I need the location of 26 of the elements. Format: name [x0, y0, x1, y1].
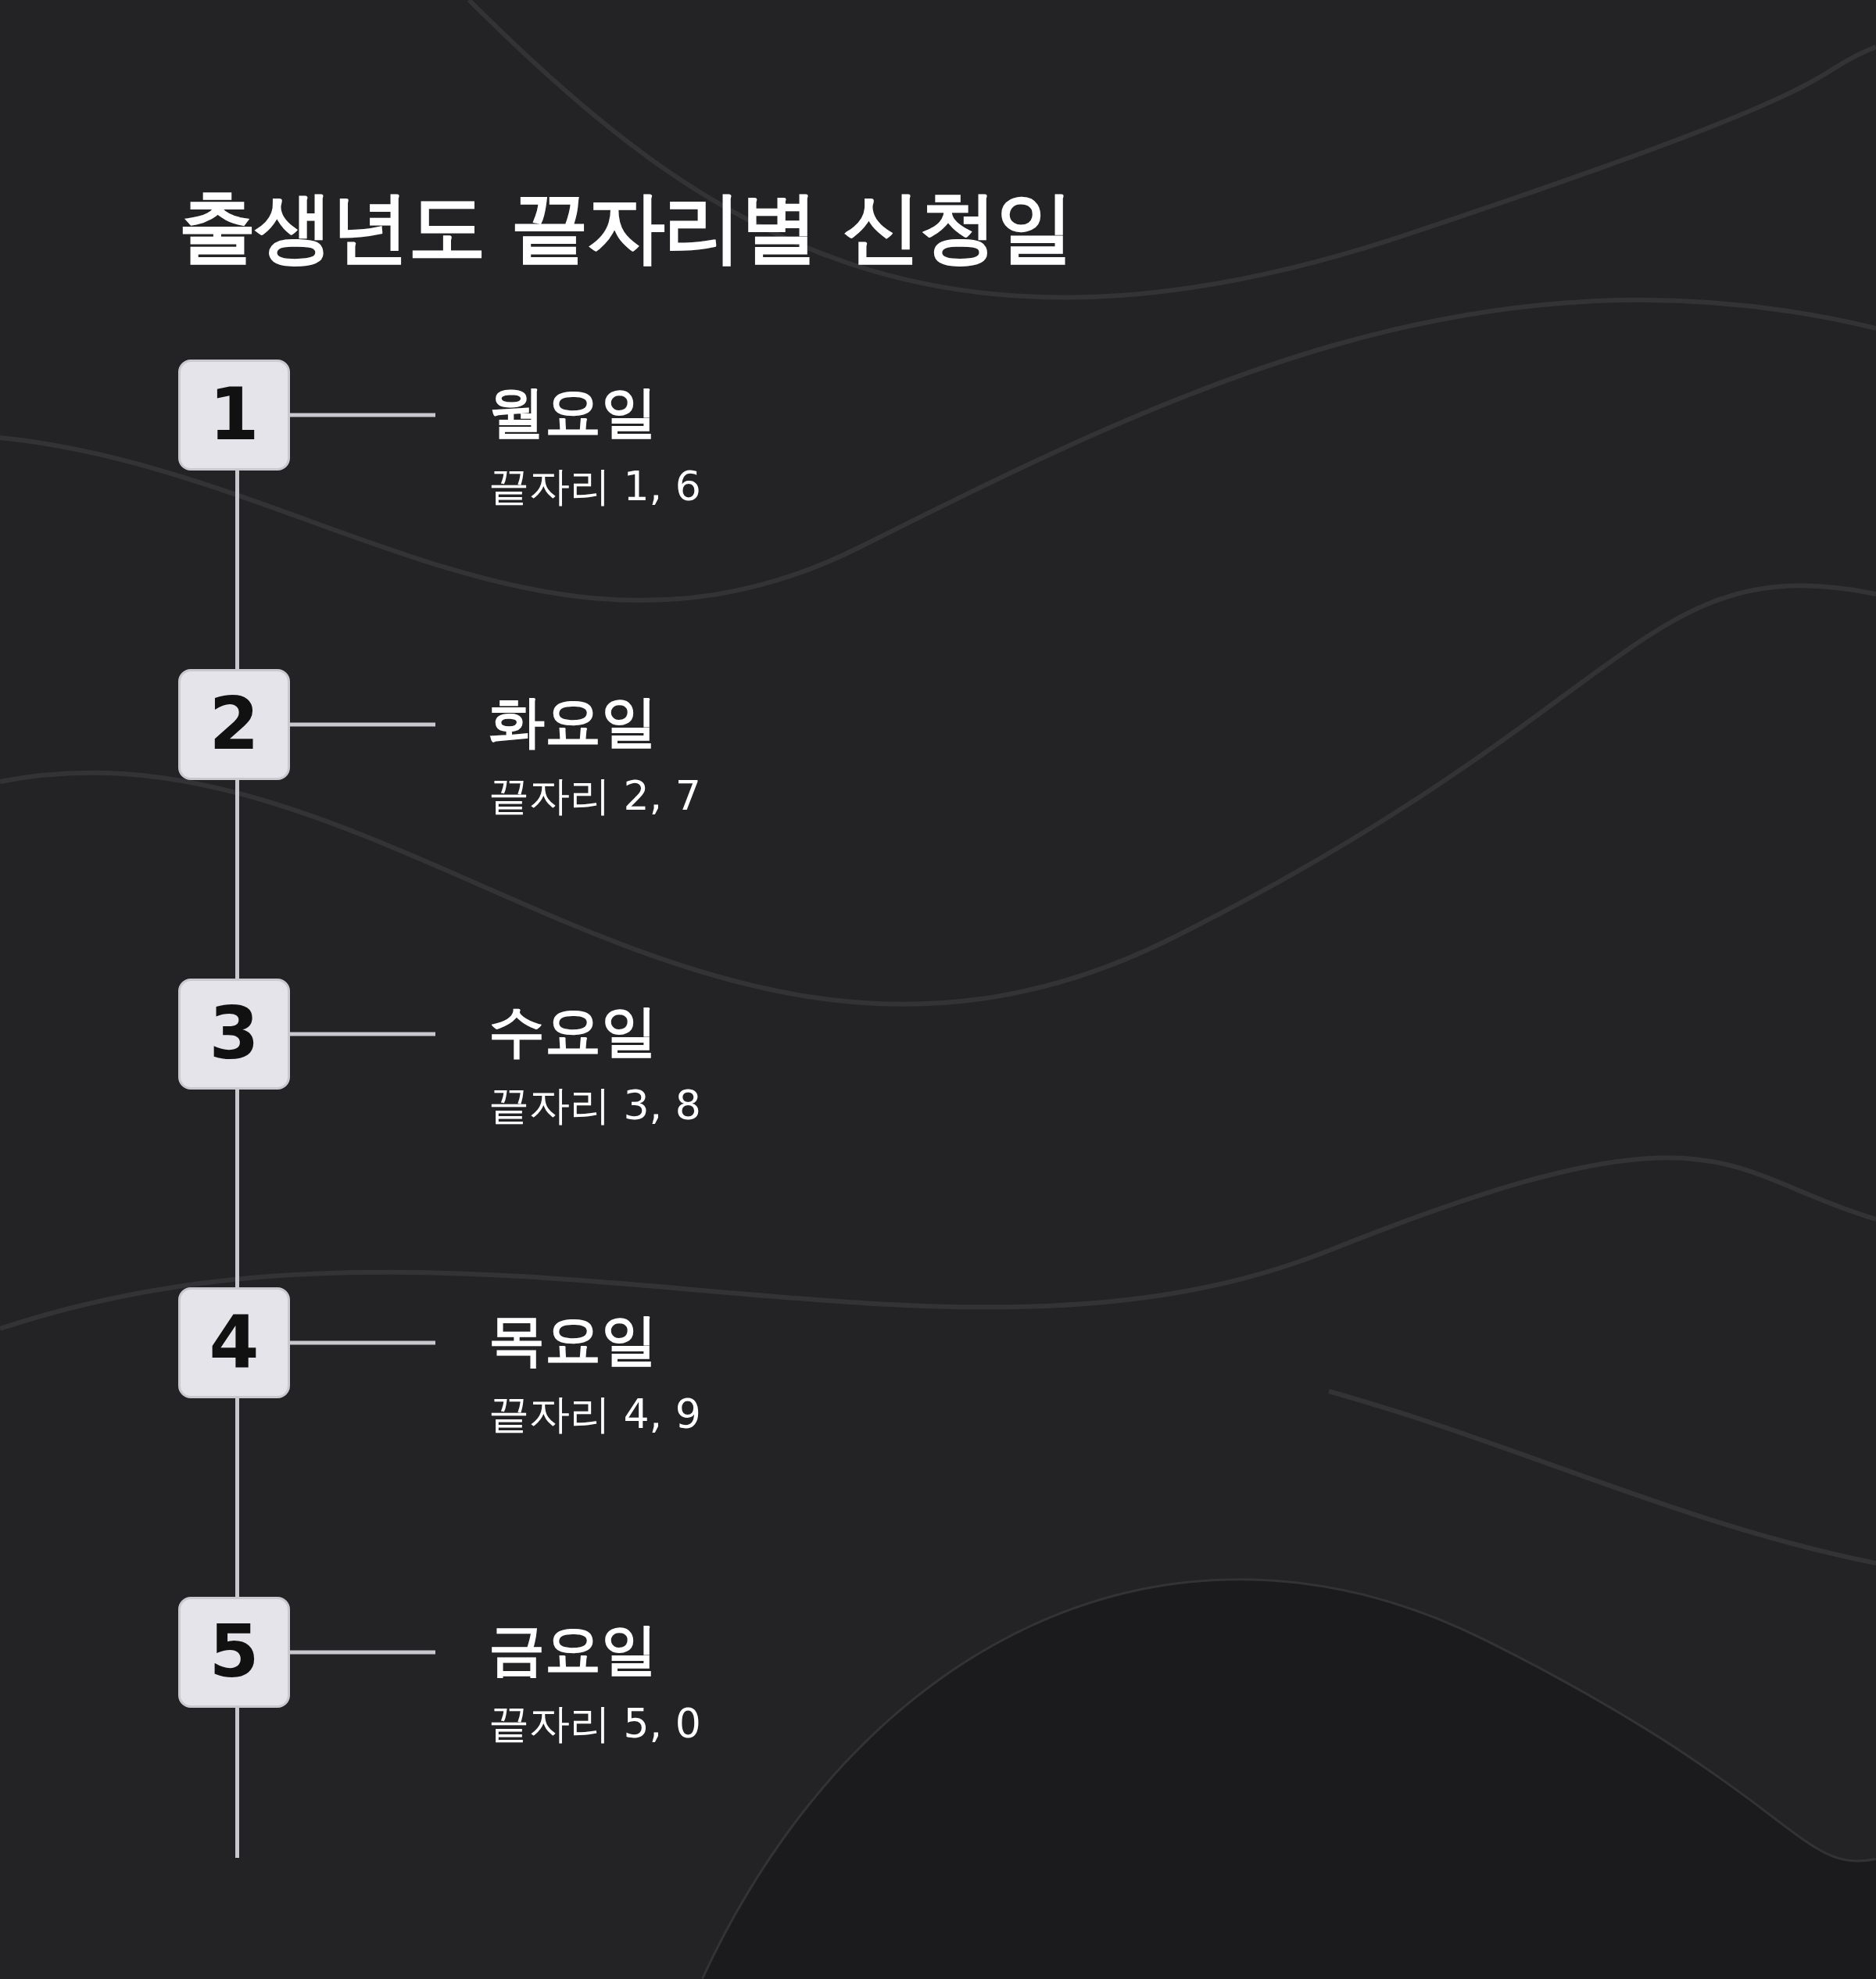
title: 출생년도 끝자리별 신청일 [178, 181, 1072, 274]
digit-description: 끝자리 4, 9 [489, 1394, 701, 1434]
weekday-heading: 목요일 [489, 1312, 657, 1368]
connector-line [235, 1090, 239, 1287]
weekday-heading: 금요일 [489, 1621, 657, 1677]
step-number-box: 1 [178, 360, 290, 471]
connector-line [290, 1650, 435, 1655]
connector-line [290, 413, 435, 417]
connector-line [235, 1708, 239, 1858]
step-number-box: 4 [178, 1287, 290, 1398]
connector-line [290, 1340, 435, 1345]
digit-description: 끝자리 3, 8 [489, 1085, 701, 1125]
weekday-heading: 수요일 [489, 1003, 657, 1059]
digit-description: 끝자리 1, 6 [489, 466, 701, 506]
step-number-box: 3 [178, 979, 290, 1090]
connector-line [235, 1398, 239, 1597]
connector-line [235, 780, 239, 979]
connector-line [290, 722, 435, 727]
connector-line [235, 471, 239, 669]
weekday-heading: 화요일 [489, 693, 657, 750]
digit-description: 끝자리 2, 7 [489, 775, 701, 816]
digit-description: 끝자리 5, 0 [489, 1703, 701, 1744]
connector-line [290, 1032, 435, 1036]
step-number-box: 2 [178, 669, 290, 780]
step-number-box: 5 [178, 1597, 290, 1708]
weekday-heading: 월요일 [489, 384, 657, 440]
